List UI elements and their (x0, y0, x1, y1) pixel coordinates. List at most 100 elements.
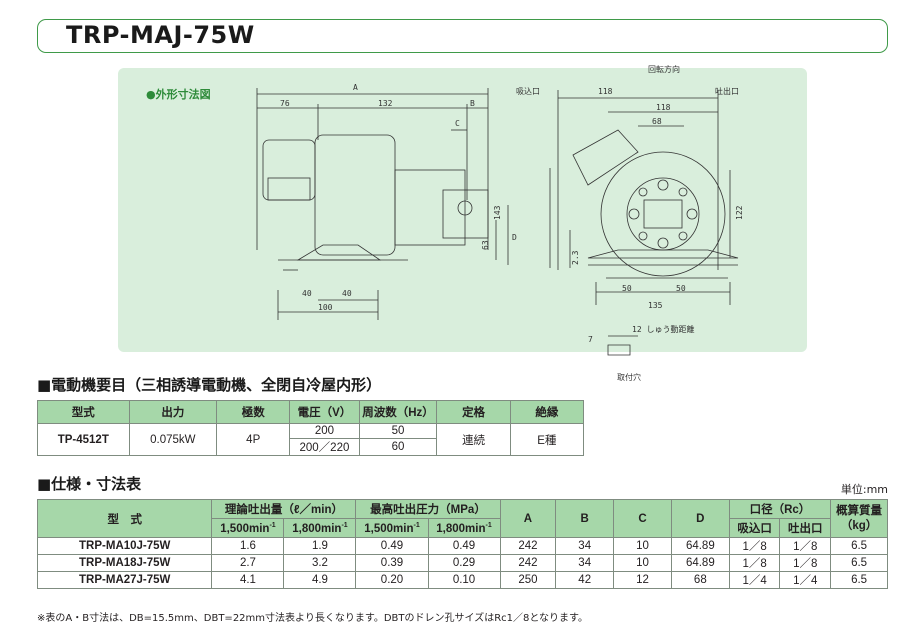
row-mass: 6.5 (830, 554, 888, 572)
row-c: 10 (613, 554, 672, 572)
spec-section-heading: ■仕様・寸法表 (37, 475, 142, 493)
dim-40b: 40 (342, 289, 352, 298)
dim-143: 143 (493, 205, 502, 220)
row-pressure-1800: 0.10 (427, 571, 501, 589)
row-intake: 1／4 (728, 571, 781, 589)
row-intake: 1／8 (728, 554, 781, 572)
motor-header-output: 出力 (128, 400, 218, 424)
spec-header-port: 口径（Rc） (728, 499, 832, 519)
row-a: 250 (499, 571, 557, 589)
dim-100: 100 (318, 303, 333, 312)
dim-2-3: 2.3 (571, 250, 580, 265)
dim-50a: 50 (622, 284, 632, 293)
page-title: TRP-MAJ-75W (66, 21, 255, 49)
motor-header-insulation: 絶縁 (509, 400, 585, 424)
discharge-label: 吐出口 (715, 86, 739, 96)
drawing-area (118, 68, 807, 352)
row-discharge: 1／8 (779, 554, 832, 572)
motor-header-rating: 定格 (436, 400, 511, 424)
motor-freq-1: 50 (358, 423, 438, 439)
row-pressure-1500: 0.20 (355, 571, 429, 589)
dim-122: 122 (735, 205, 744, 220)
spec-header-pressure-rpm2: 1,800min-1 (427, 518, 501, 538)
row-pressure-1800: 0.49 (427, 537, 501, 555)
row-b: 34 (555, 537, 615, 555)
motor-poles: 4P (216, 423, 291, 456)
dim-132: 132 (378, 99, 393, 108)
row-discharge: 1／8 (779, 537, 832, 555)
row-d: 64.89 (670, 554, 730, 572)
mount-hole-label: 取付穴 (617, 373, 641, 382)
row-a: 242 (499, 554, 557, 572)
spec-header-discharge: 吐出口 (779, 518, 832, 538)
motor-output: 0.075kW (128, 423, 218, 456)
unit-label: 単位:mm (840, 483, 888, 496)
intake-label: 吸込口 (516, 87, 540, 96)
dim-68: 68 (652, 117, 662, 126)
row-flow-1800: 4.9 (283, 571, 357, 589)
motor-header-voltage: 電圧（V） (289, 400, 360, 424)
spec-header-b: B (555, 499, 615, 538)
dim-A: A (353, 83, 358, 92)
row-discharge: 1／4 (779, 571, 832, 589)
dim-76: 76 (280, 99, 290, 108)
motor-voltage-2: 200／220 (289, 438, 360, 456)
table-row: TRP-MA10J-75W 1.6 1.9 0.49 0.49 242 34 1… (36, 537, 888, 555)
spec-header-pressure-rpm1: 1,500min-1 (355, 518, 429, 538)
row-mass: 6.5 (830, 571, 888, 589)
dim-7: 7 (588, 335, 593, 344)
spec-header-intake: 吸込口 (728, 518, 781, 538)
motor-section-heading: ■電動機要目（三相誘導電動機、全閉自冷屋内形） (37, 376, 382, 394)
row-flow-1500: 2.7 (211, 554, 285, 572)
row-mass: 6.5 (830, 537, 888, 555)
row-pressure-1500: 0.39 (355, 554, 429, 572)
spec-header-d: D (670, 499, 730, 538)
dim-63: 63 (481, 240, 490, 250)
dim-135: 135 (648, 301, 663, 310)
table-row: TRP-MA27J-75W 4.1 4.9 0.20 0.10 250 42 1… (36, 571, 888, 589)
spec-header-flow-rpm2: 1,800min-1 (283, 518, 357, 538)
spec-header-c: C (613, 499, 672, 538)
row-pressure-1800: 0.29 (427, 554, 501, 572)
drawing-heading: ●外形寸法図 (146, 88, 211, 101)
row-b: 34 (555, 554, 615, 572)
spec-header-flow: 理論吐出量（ℓ／min） (211, 499, 357, 519)
motor-voltage-1: 200 (289, 423, 360, 439)
spec-header-model: 型 式 (36, 499, 213, 538)
title-box: TRP-MAJ-75W (37, 19, 888, 53)
row-model: TRP-MA27J-75W (36, 571, 213, 589)
spec-header-mass: 概算質量（kg） (830, 499, 888, 538)
dim-D: D (512, 233, 517, 242)
motor-header-model: 型式 (37, 400, 130, 424)
spec-header-pressure: 最高吐出圧力（MPa） (355, 499, 501, 519)
dim-118b: 118 (656, 103, 671, 112)
row-a: 242 (499, 537, 557, 555)
dim-50b: 50 (676, 284, 686, 293)
dim-C: C (455, 119, 460, 128)
spec-header-flow-rpm1: 1,500min-1 (211, 518, 285, 538)
row-flow-1500: 1.6 (211, 537, 285, 555)
row-intake: 1／8 (728, 537, 781, 555)
dimension-drawing: A 76 132 B C 143 D 63 40 40 100 回転方向 吸込口… (256, 64, 744, 356)
dim-B: B (470, 99, 475, 108)
dim-118a: 118 (598, 87, 613, 96)
row-model: TRP-MA18J-75W (36, 554, 213, 572)
spec-header-a: A (499, 499, 557, 538)
row-c: 12 (613, 571, 672, 589)
rotation-label: 回転方向 (648, 64, 680, 74)
motor-insulation: E種 (509, 423, 585, 456)
dim-40a: 40 (302, 289, 312, 298)
motor-freq-2: 60 (358, 438, 438, 456)
row-c: 10 (613, 537, 672, 555)
motor-header-freq: 周波数（Hz） (358, 400, 438, 424)
row-flow-1500: 4.1 (211, 571, 285, 589)
row-d: 68 (670, 571, 730, 589)
row-flow-1800: 1.9 (283, 537, 357, 555)
row-flow-1800: 3.2 (283, 554, 357, 572)
dim-12-stroke: 12 しゅう動距離 (632, 324, 694, 334)
motor-table: 型式 出力 極数 電圧（V） 周波数（Hz） 定格 絶縁 TP-4512T 0.… (37, 400, 585, 456)
row-b: 42 (555, 571, 615, 589)
row-pressure-1500: 0.49 (355, 537, 429, 555)
spec-table: 型 式 理論吐出量（ℓ／min） 最高吐出圧力（MPa） A B C D 口径（… (36, 499, 888, 589)
row-d: 64.89 (670, 537, 730, 555)
